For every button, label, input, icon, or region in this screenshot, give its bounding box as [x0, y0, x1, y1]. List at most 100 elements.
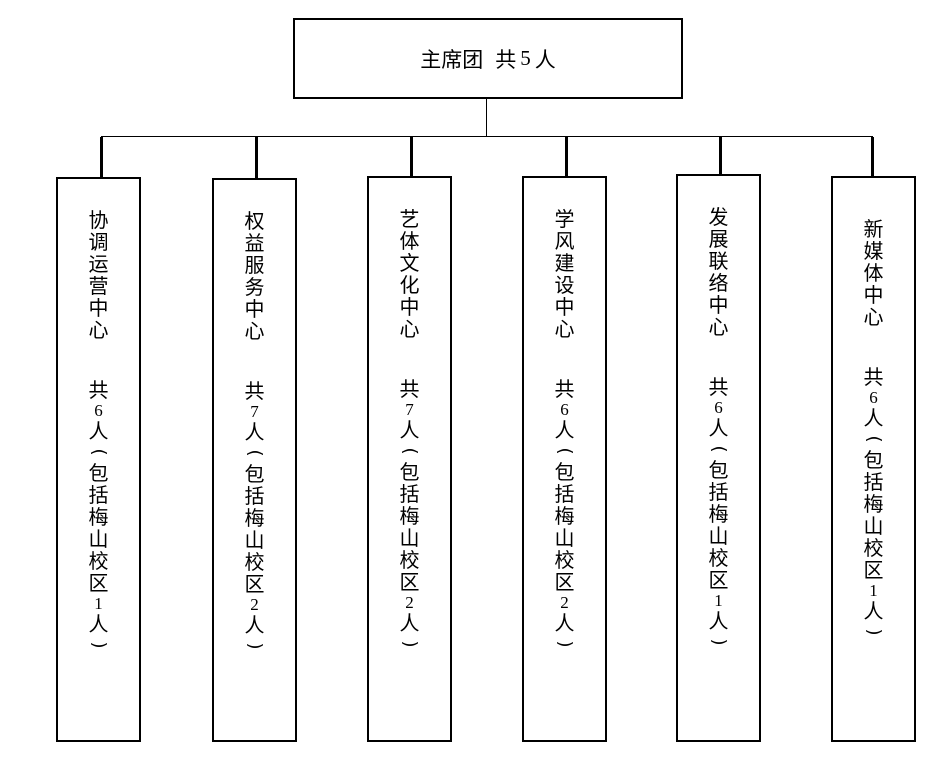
department-name-char: 中	[708, 293, 729, 317]
department-name-char: 服	[244, 253, 265, 277]
meishan-campus-count: 2	[560, 593, 569, 612]
campus-note-char: 包	[399, 460, 420, 484]
campus-note-char: 括	[708, 480, 729, 504]
open-paren: (	[244, 449, 266, 457]
total-prefix: 共	[244, 379, 265, 403]
total-prefix: 共	[399, 377, 420, 401]
branch-bus-line	[101, 136, 873, 137]
close-paren: )	[399, 640, 421, 648]
department-name-char: 协	[88, 208, 109, 232]
meishan-campus-count: 2	[405, 593, 414, 612]
department-name-char: 体	[863, 261, 884, 285]
open-paren: (	[399, 447, 421, 455]
department-name-char: 心	[88, 318, 109, 342]
department-name-char: 中	[863, 283, 884, 307]
campus-note-char: 校	[554, 548, 575, 572]
department-total-count: 7	[405, 400, 414, 419]
department-name-char: 益	[244, 231, 265, 255]
campus-suffix: 人	[88, 612, 109, 636]
total-suffix: 人	[399, 418, 420, 442]
campus-note-char: 区	[863, 558, 884, 582]
department-connector	[410, 137, 413, 176]
open-paren: (	[554, 447, 576, 455]
department-name-char: 化	[399, 273, 420, 297]
close-paren: )	[708, 638, 730, 646]
presidium-count: 5	[520, 46, 531, 70]
total-prefix: 共	[708, 375, 729, 399]
campus-note-char: 梅	[708, 502, 729, 526]
department-name-char: 心	[863, 305, 884, 329]
meishan-campus-count: 1	[94, 594, 103, 613]
department-total-count: 6	[94, 401, 103, 420]
campus-suffix: 人	[399, 611, 420, 635]
campus-note-char: 区	[244, 572, 265, 596]
total-suffix: 人	[863, 406, 884, 430]
campus-note-char: 括	[399, 482, 420, 506]
department-name-char: 文	[399, 251, 420, 275]
campus-note-char: 山	[88, 527, 109, 551]
presidium-name: 主席团	[420, 47, 484, 72]
department-name-char: 心	[554, 317, 575, 341]
department-total-count: 6	[714, 398, 723, 417]
campus-note-char: 山	[708, 524, 729, 548]
campus-note-char: 区	[708, 568, 729, 592]
department-name-char: 运	[88, 252, 109, 276]
department-name-char: 心	[708, 315, 729, 339]
campus-note-char: 梅	[554, 504, 575, 528]
campus-note-char: 梅	[88, 505, 109, 529]
campus-note-char: 括	[554, 482, 575, 506]
department-name-char: 发	[708, 205, 729, 229]
campus-note-char: 梅	[244, 506, 265, 530]
department-name-char: 媒	[863, 239, 884, 263]
department-total-count: 6	[869, 388, 878, 407]
campus-note-char: 校	[863, 536, 884, 560]
campus-suffix: 人	[708, 609, 729, 633]
total-suffix: 人	[708, 416, 729, 440]
department-name-char: 中	[554, 295, 575, 319]
campus-note-char: 梅	[863, 492, 884, 516]
campus-note-char: 山	[399, 526, 420, 550]
department-name-char: 艺	[399, 207, 420, 231]
department-total-count: 6	[560, 400, 569, 419]
campus-note-char: 包	[554, 460, 575, 484]
campus-note-char: 山	[863, 514, 884, 538]
department-name-char: 络	[708, 271, 729, 295]
department-total-count: 7	[250, 402, 259, 421]
department-name-char: 联	[708, 249, 729, 273]
department-name-char: 务	[244, 275, 265, 299]
meishan-campus-count: 2	[250, 595, 259, 614]
close-paren: )	[554, 640, 576, 648]
campus-note-char: 包	[863, 448, 884, 472]
presidium-box: 主席团 共 5 人	[293, 18, 683, 99]
department-name-char: 建	[554, 251, 575, 275]
campus-note-char: 括	[863, 470, 884, 494]
presidium-count-prefix: 共	[495, 47, 517, 72]
department-name-char: 中	[399, 295, 420, 319]
open-paren: (	[863, 435, 885, 443]
department-connector	[871, 137, 874, 176]
department-name-char: 学	[554, 207, 575, 231]
department-name-char: 心	[399, 317, 420, 341]
close-paren: )	[863, 628, 885, 636]
total-suffix: 人	[554, 418, 575, 442]
total-prefix: 共	[554, 377, 575, 401]
total-suffix: 人	[88, 419, 109, 443]
department-name-char: 新	[863, 217, 884, 241]
campus-note-char: 校	[708, 546, 729, 570]
campus-suffix: 人	[554, 611, 575, 635]
open-paren: (	[708, 445, 730, 453]
total-prefix: 共	[88, 378, 109, 402]
campus-note-char: 括	[88, 483, 109, 507]
total-prefix: 共	[863, 365, 884, 389]
